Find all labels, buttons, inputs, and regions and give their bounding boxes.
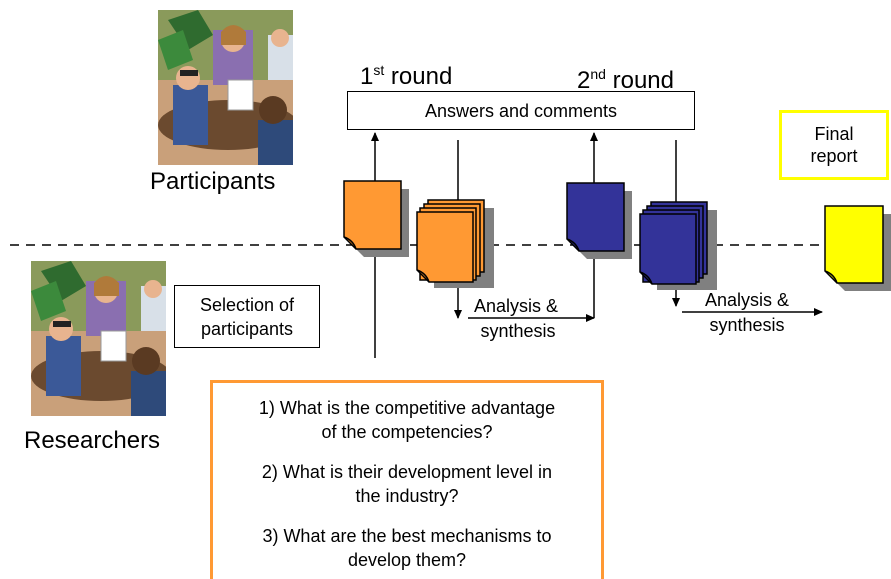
selection-participants-box: Selection of participants [174,285,320,348]
analysis2-line1: Analysis & [705,290,790,310]
question-3: 3) What are the best mechanisms to devel… [262,526,552,570]
question-1: 1) What is the competitive advantage of … [258,398,556,442]
participants-label: Participants [150,168,276,195]
round1-responses-stack [416,199,494,288]
final-report-line1: Final [814,124,854,144]
answers-comments-box: Answers and comments [347,91,695,130]
round2-responses-stack [639,201,717,290]
analysis1-line2: synthesis [480,321,556,341]
questions-box: 1) What is the competitive advantage of … [210,380,604,579]
analysis-synthesis-label-2: Analysis & synthesis [705,290,789,336]
final-report-box: Final report [779,110,889,180]
final-report-doc [824,205,891,291]
question-2: 2) What is their development level in th… [261,462,553,506]
round2-questionnaire-doc [566,182,632,259]
final-report-line2: report [810,146,858,166]
round1-label: 1st round [360,62,453,90]
round1-questionnaire-doc [343,180,409,257]
round2-label: 2nd round [577,66,674,94]
analysis1-line1: Analysis & [474,296,559,316]
researchers-image [31,261,166,416]
selection-line2: participants [200,318,294,339]
researchers-label: Researchers [24,427,161,454]
selection-line1: Selection of [199,294,295,315]
participants-image [158,10,293,165]
analysis2-line2: synthesis [709,315,785,335]
analysis-synthesis-label-1: Analysis & synthesis [474,296,558,342]
